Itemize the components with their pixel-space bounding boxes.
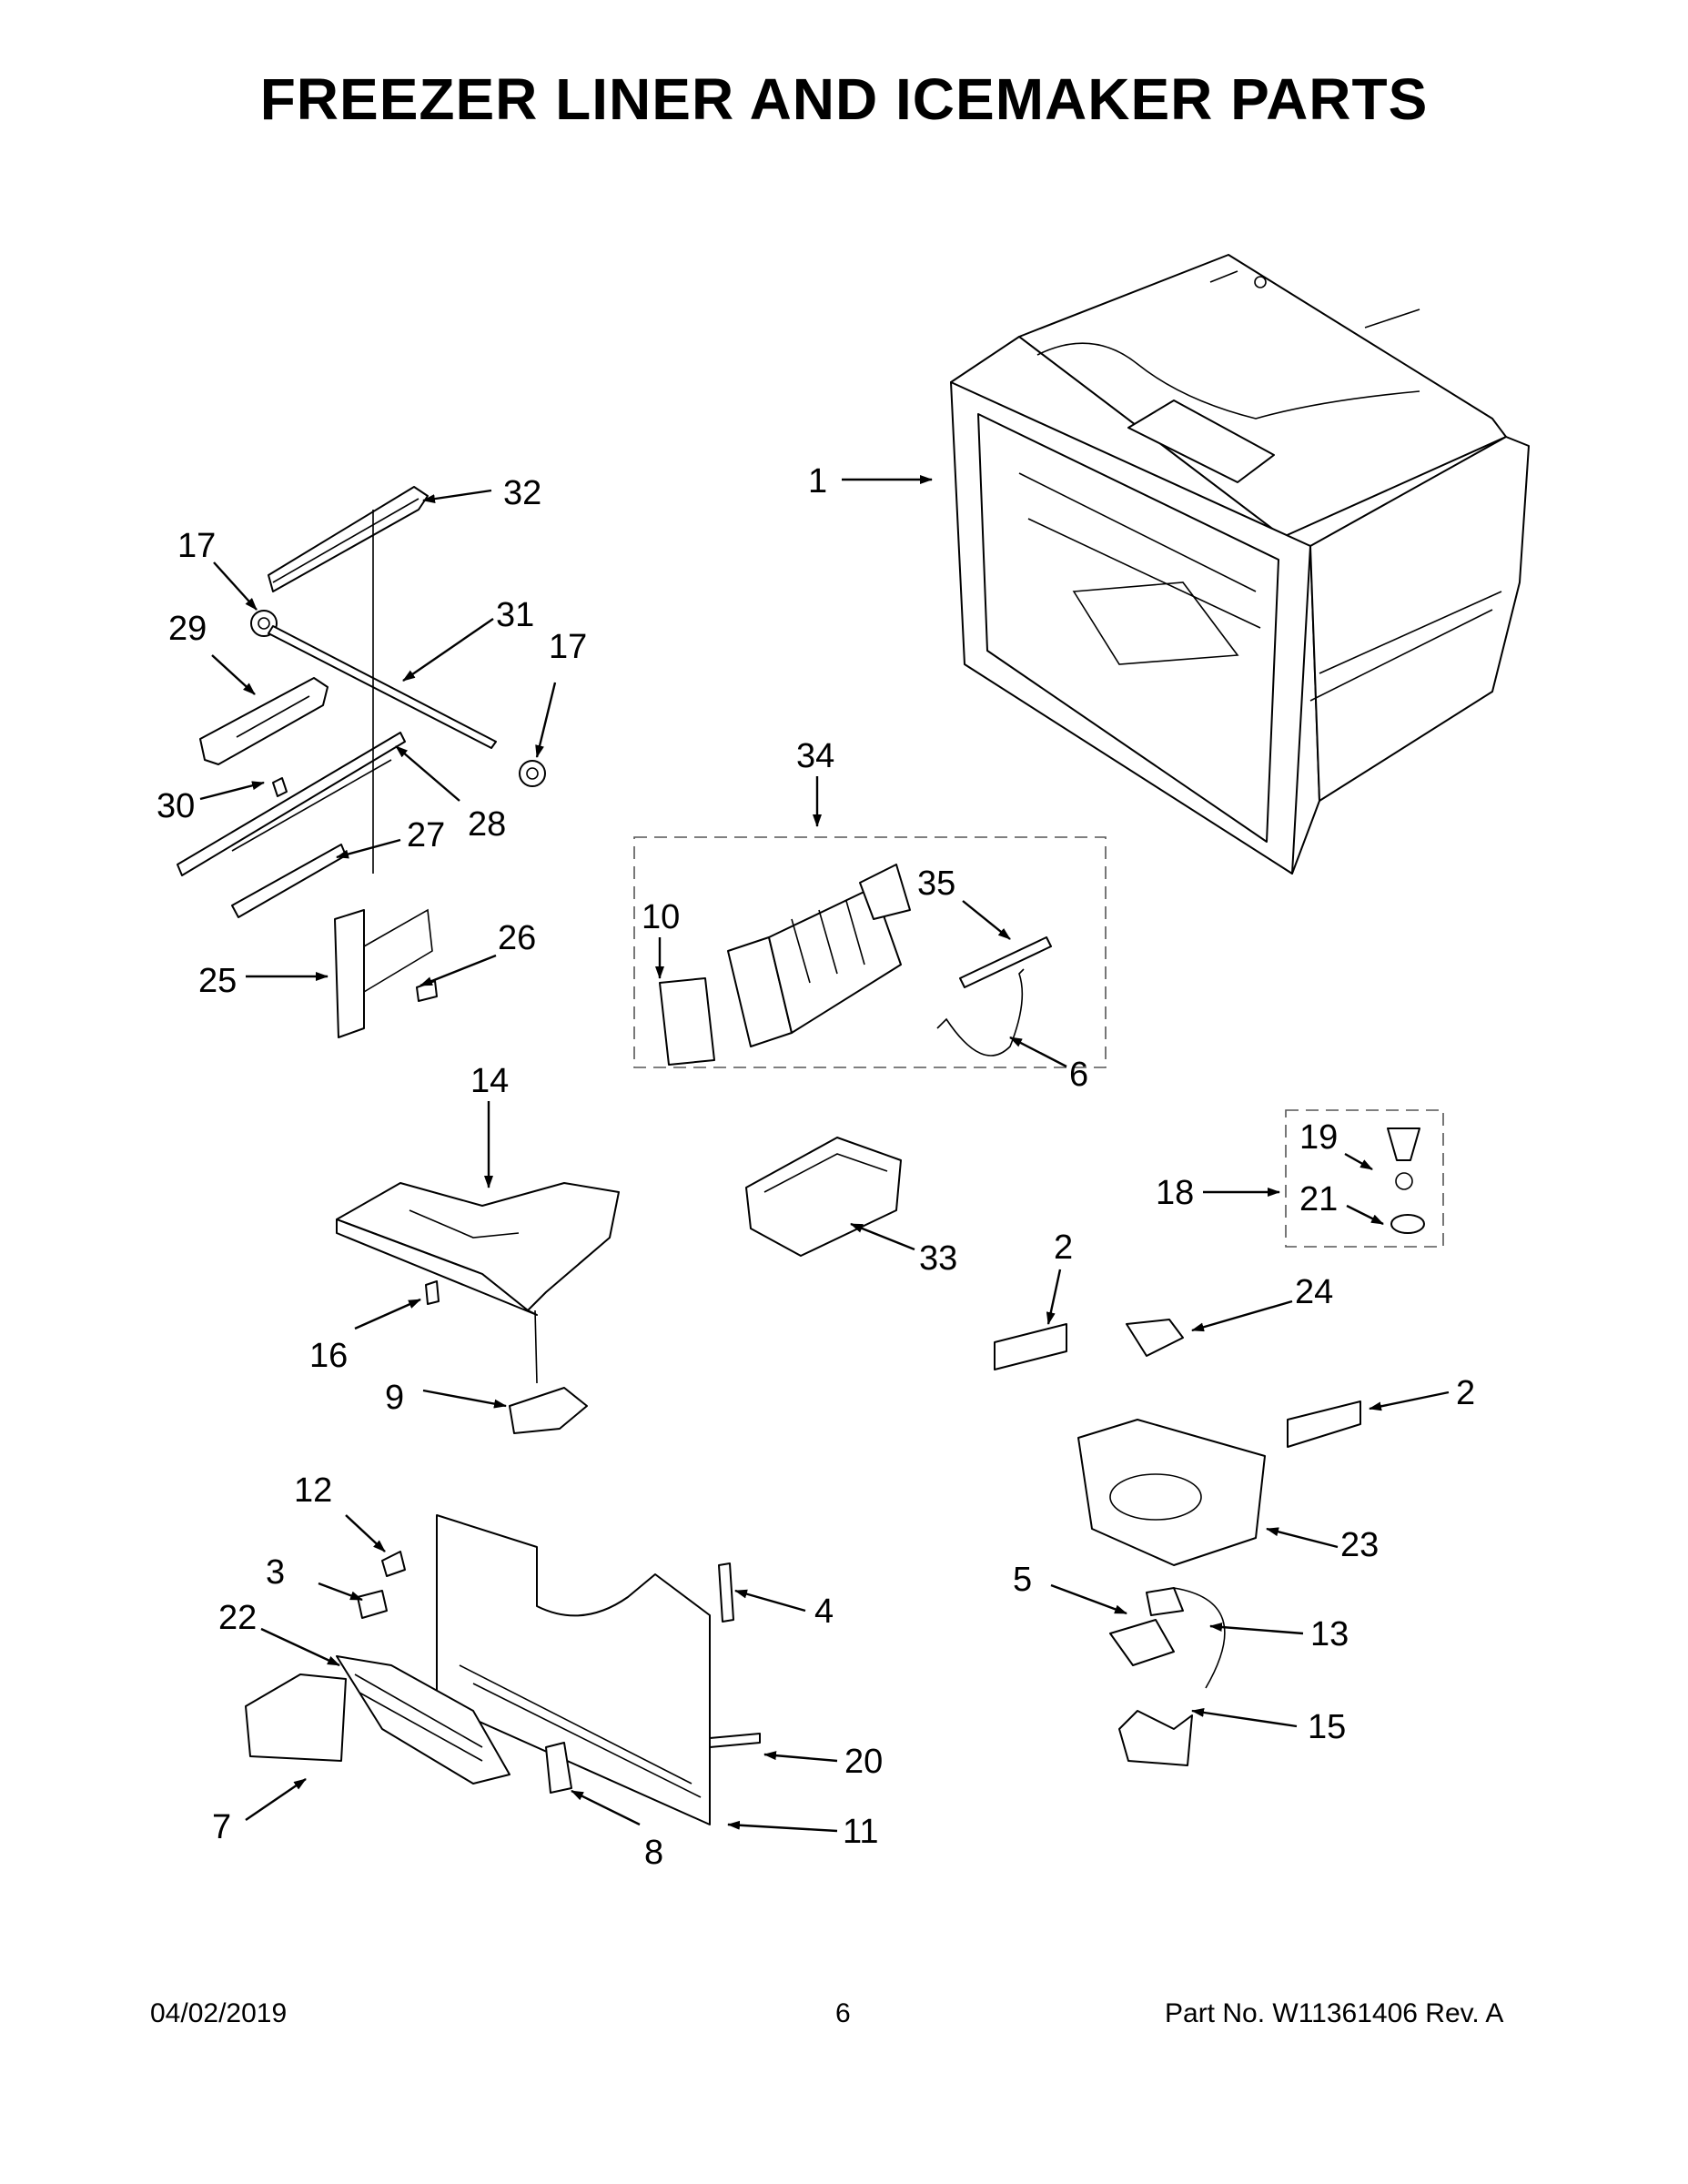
callout-1: 1	[808, 462, 827, 500]
callout-4: 4	[814, 1592, 834, 1631]
lower-panel-parts	[245, 1514, 761, 1825]
callout-3: 3	[266, 1553, 285, 1592]
ice-bucket-part	[745, 1137, 902, 1257]
rail-assembly-parts	[177, 486, 546, 1038]
callout-21: 21	[1299, 1180, 1338, 1218]
callout-30: 30	[157, 787, 195, 825]
icemaker-kit-boundary	[633, 836, 1107, 1068]
callout-7: 7	[212, 1808, 231, 1846]
callout-18: 18	[1156, 1174, 1194, 1212]
fitting-kit-boundary	[1285, 1109, 1444, 1248]
page-title: FREEZER LINER AND ICEMAKER PARTS	[259, 66, 1429, 132]
callout-20: 20	[844, 1743, 883, 1781]
callout-19: 19	[1299, 1118, 1338, 1157]
footer-page-number: 6	[835, 1998, 851, 2028]
footer-part-number: Part No. W11361406 Rev. A	[1165, 1998, 1504, 2028]
callout-33: 33	[919, 1239, 957, 1278]
callout-6: 6	[1069, 1056, 1088, 1094]
callout-32: 32	[503, 474, 541, 512]
fan-and-housing-parts	[994, 1127, 1425, 1766]
callout-28: 28	[468, 805, 506, 844]
callout-2-right: 2	[1456, 1374, 1475, 1412]
callout-35: 35	[917, 864, 955, 903]
callout-29: 29	[168, 610, 207, 648]
freezer-liner-part	[950, 254, 1530, 875]
callout-24: 24	[1295, 1273, 1333, 1311]
callout-15: 15	[1308, 1708, 1346, 1746]
callout-10: 10	[642, 898, 680, 936]
callout-31: 31	[496, 596, 534, 634]
ice-bin-tray-part	[336, 1182, 620, 1434]
callout-26: 26	[498, 919, 536, 957]
callout-23: 23	[1340, 1526, 1379, 1564]
callout-22: 22	[218, 1599, 257, 1637]
callout-16: 16	[309, 1337, 348, 1375]
callout-8: 8	[644, 1834, 663, 1872]
callout-17-right: 17	[549, 628, 587, 666]
callout-17-left: 17	[177, 527, 216, 565]
icemaker-kit-parts	[659, 864, 1052, 1066]
callout-9: 9	[385, 1379, 404, 1417]
footer-date: 04/02/2019	[150, 1998, 288, 2028]
callout-12: 12	[294, 1471, 332, 1510]
callout-13: 13	[1310, 1615, 1349, 1653]
callout-labels: 1 32 17 29 31 17 30 28 27 26 25 34 35 10…	[157, 462, 1475, 1872]
leader-arrows	[199, 475, 1450, 1833]
callout-25: 25	[198, 962, 237, 1000]
callout-14: 14	[470, 1062, 509, 1100]
callout-11: 11	[843, 1813, 878, 1851]
callout-27: 27	[407, 816, 445, 854]
gear-17b	[519, 760, 546, 787]
callout-5: 5	[1013, 1561, 1032, 1599]
callout-2-left: 2	[1054, 1228, 1073, 1267]
callout-34: 34	[796, 737, 834, 775]
